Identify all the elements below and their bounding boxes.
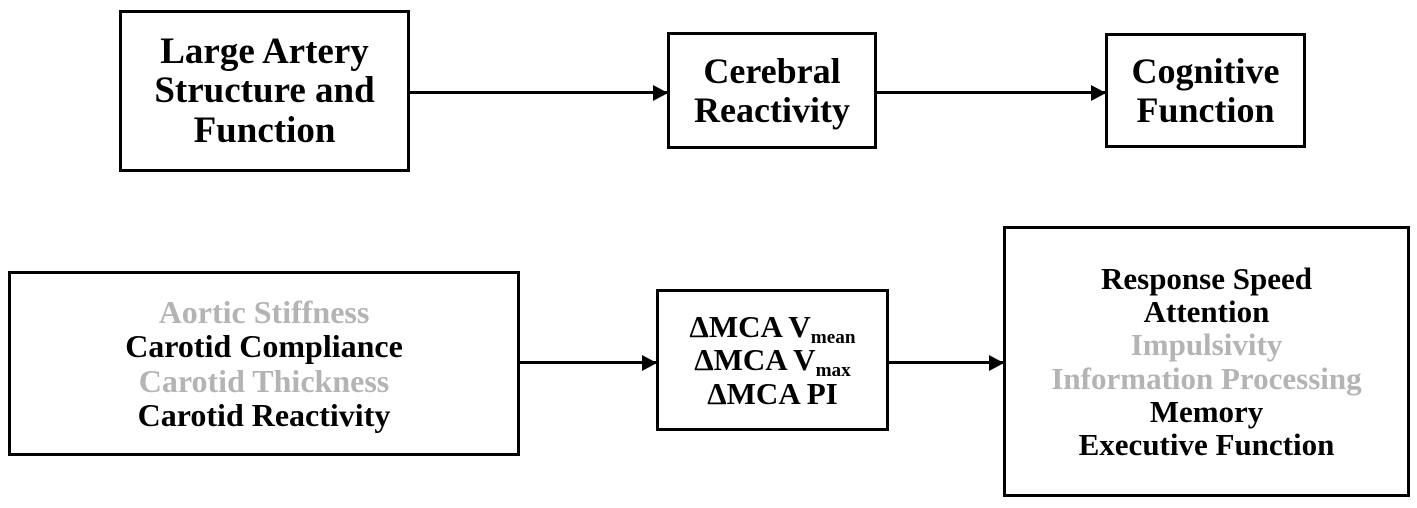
mca-item-subscript: max	[815, 360, 851, 382]
arrow-vascular-to-mca-icon	[520, 361, 656, 364]
measure-item: Carotid Reactivity	[137, 396, 391, 433]
box-vascular-measures: Aortic Stiffness Carotid Compliance Caro…	[8, 271, 520, 456]
measure-item: Carotid Compliance	[125, 328, 403, 365]
mca-item: ΔMCA Vmax	[694, 342, 851, 381]
arrow-mca-to-domains-icon	[889, 361, 1003, 364]
domain-item: Executive Function	[1078, 426, 1335, 462]
mca-item-base: ΔMCA V	[694, 342, 816, 378]
box-large-artery-structure-and-function: Large Artery Structure and Function	[119, 10, 410, 172]
box-line: Function	[1136, 89, 1275, 130]
box-cerebral-reactivity: Cerebral Reactivity	[667, 32, 877, 149]
box-line: Function	[193, 109, 336, 151]
box-line: Structure and	[154, 70, 375, 112]
measure-item: Carotid Thickness	[138, 362, 390, 399]
domain-item: Information Processing	[1051, 360, 1362, 396]
domain-item: Attention	[1143, 294, 1270, 330]
box-line: Reactivity	[694, 89, 850, 130]
mca-item-base: ΔMCA PI	[707, 375, 838, 411]
mca-item: ΔMCA PI	[707, 375, 838, 411]
box-line: Cerebral	[703, 50, 841, 91]
box-cognitive-domains: Response Speed Attention Impulsivity Inf…	[1003, 226, 1410, 497]
mca-item-subscript: mean	[810, 327, 856, 349]
mca-item: ΔMCA Vmean	[689, 309, 855, 348]
box-mca-measures: ΔMCA Vmean ΔMCA Vmax ΔMCA PI	[656, 289, 889, 431]
box-line: Cognitive	[1131, 50, 1280, 91]
arrow-artery-to-reactivity-icon	[410, 91, 667, 94]
box-cognitive-function: Cognitive Function	[1105, 33, 1306, 148]
mca-item-base: ΔMCA V	[689, 309, 811, 345]
measure-item: Aortic Stiffness	[158, 294, 370, 331]
box-line: Large Artery	[160, 30, 369, 72]
domain-item: Response Speed	[1100, 261, 1312, 297]
domain-item: Memory	[1149, 393, 1264, 429]
arrow-reactivity-to-cognition-icon	[877, 91, 1105, 94]
domain-item: Impulsivity	[1130, 327, 1283, 363]
